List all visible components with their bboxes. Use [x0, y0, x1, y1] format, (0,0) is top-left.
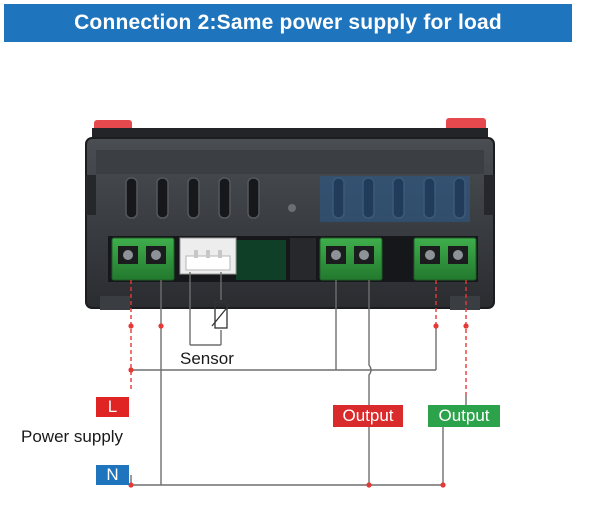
page-title: Connection 2:Same power supply for load [74, 11, 502, 34]
wire-term-b [368, 280, 372, 405]
output-terminal-block-2 [413, 237, 477, 281]
thermistor-symbol [211, 301, 231, 329]
live-tag-text: L [107, 397, 118, 416]
sensor-socket [179, 237, 237, 275]
screw-hole [288, 204, 296, 212]
power-terminal-block [111, 237, 175, 281]
junction-dots [128, 323, 469, 488]
output-red-text: Output [342, 406, 394, 425]
output-tag-green: Output [428, 405, 500, 427]
live-tag: L [96, 397, 129, 417]
power-supply-label: Power supply [21, 427, 124, 446]
pcb-window [320, 176, 470, 222]
output-tag-red: Output [333, 405, 403, 427]
output-green-text: Output [438, 406, 490, 425]
title-banner: Connection 2:Same power supply for load [4, 4, 572, 42]
neutral-tag-text: N [106, 465, 119, 484]
neutral-tag: N [96, 465, 129, 485]
sensor-label: Sensor [180, 349, 234, 368]
output-terminal-block-1 [319, 237, 383, 281]
